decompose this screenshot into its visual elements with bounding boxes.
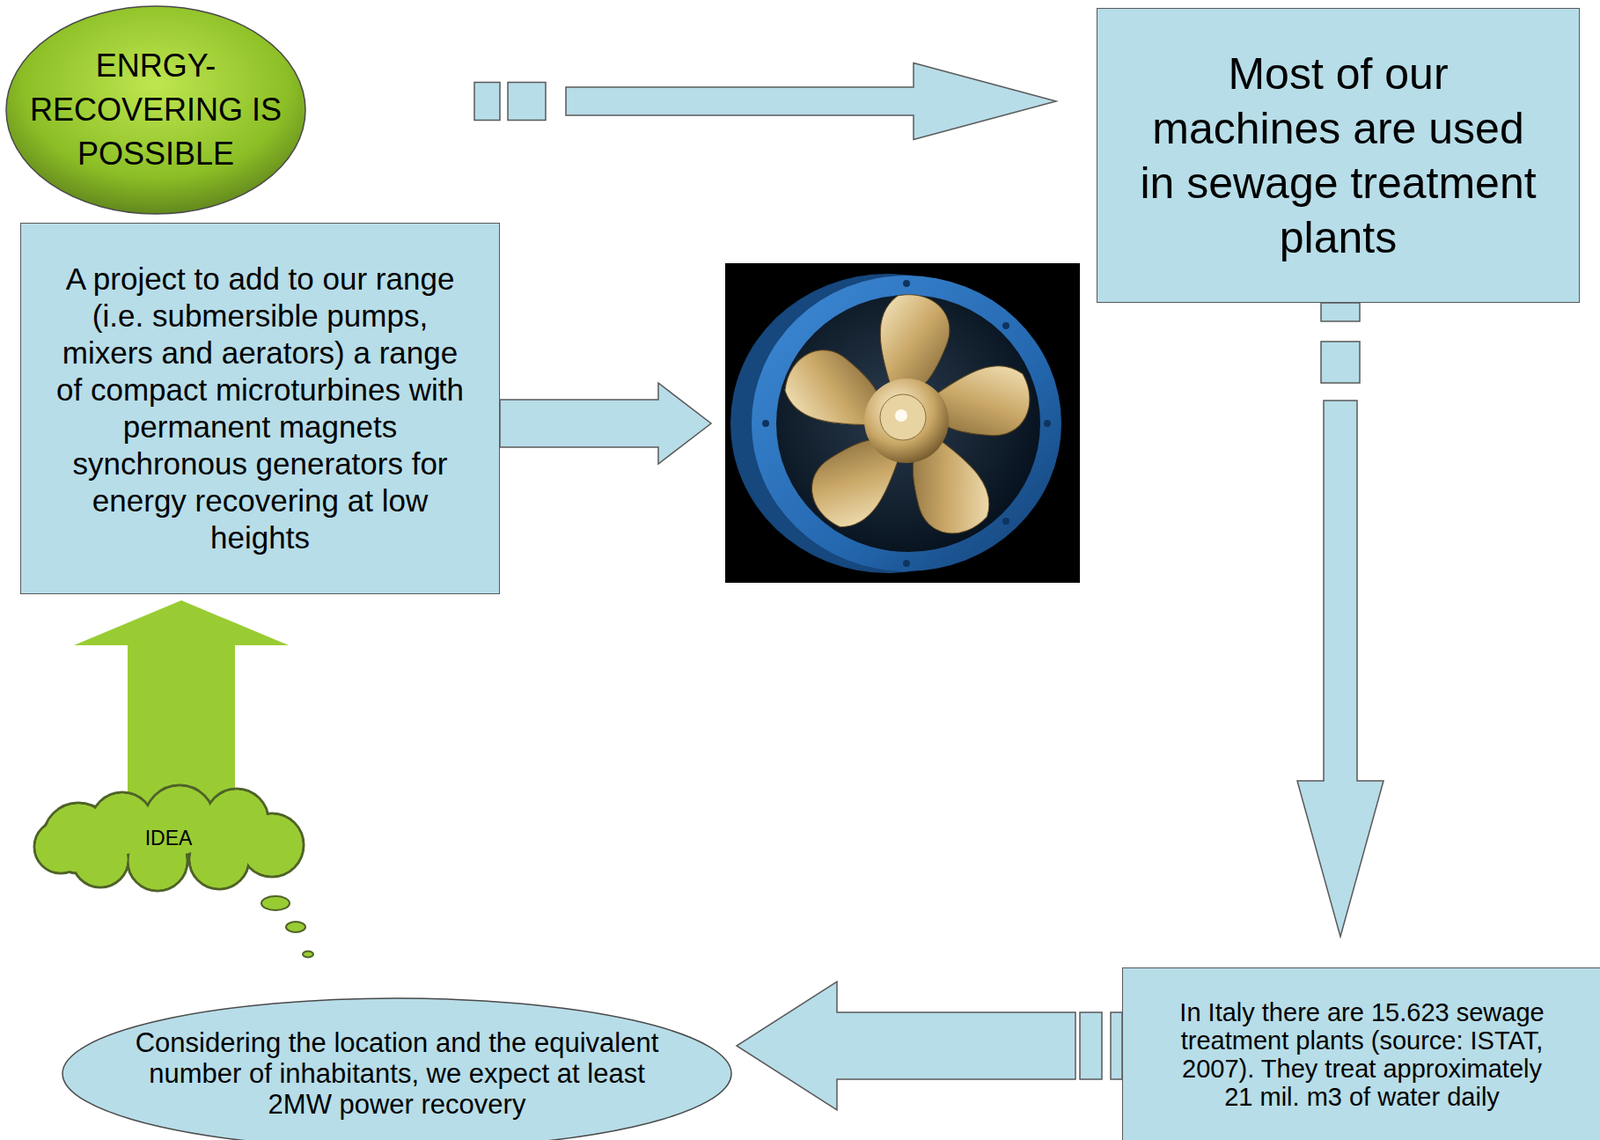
arrow-segment bbox=[507, 82, 546, 121]
turbine-propeller bbox=[778, 294, 1041, 549]
node-text: Considering the location and the equival… bbox=[124, 1027, 670, 1120]
arrow-segment bbox=[1321, 341, 1360, 383]
ring-bolt bbox=[1002, 322, 1010, 330]
arrow-segment bbox=[1321, 302, 1360, 322]
node-outline bbox=[62, 998, 732, 1140]
thought-bubble bbox=[286, 921, 306, 933]
info-box: In Italy there are 15.623 sewage treatme… bbox=[1122, 967, 1600, 1140]
turbine-ring bbox=[751, 275, 1062, 572]
arrow-body bbox=[1297, 400, 1384, 937]
ring-bolt bbox=[1043, 419, 1051, 427]
node-text: IDEA bbox=[80, 825, 257, 851]
node-text: ENRGY- RECOVERING IS POSSIBLE bbox=[19, 44, 293, 177]
block-arrow bbox=[736, 981, 1123, 1110]
cloud-lobe-fill bbox=[36, 822, 87, 873]
ring-bolt bbox=[762, 419, 770, 427]
hub-tip bbox=[895, 409, 908, 422]
ring-bolt bbox=[902, 279, 911, 287]
propeller-blade bbox=[880, 294, 950, 386]
process-box: Most of our machines are used in sewage … bbox=[1096, 7, 1580, 303]
block-arrow bbox=[474, 63, 1057, 140]
block-arrow bbox=[73, 600, 289, 810]
arrow-body bbox=[565, 63, 1057, 140]
thought-bubble bbox=[302, 951, 314, 958]
arrow-segment bbox=[474, 82, 500, 121]
cloud-fill bbox=[36, 786, 303, 890]
title-ellipse: ENRGY- RECOVERING IS POSSIBLE bbox=[5, 5, 307, 215]
cloud-lobe-fill bbox=[242, 814, 303, 876]
propeller-hub bbox=[864, 378, 949, 463]
propeller-blade bbox=[932, 356, 1041, 451]
arrow-body bbox=[736, 981, 1076, 1110]
arrow-segment bbox=[1079, 1012, 1102, 1079]
photo-background bbox=[725, 263, 1080, 583]
arrow-body bbox=[73, 600, 289, 810]
node-text: A project to add to our range (i.e. subm… bbox=[48, 260, 473, 557]
turbine-opening bbox=[776, 294, 1041, 552]
project-box: A project to add to our range (i.e. subm… bbox=[20, 222, 500, 595]
arrow-segment bbox=[1110, 1012, 1123, 1079]
node-outline bbox=[6, 6, 306, 214]
hub-cone bbox=[880, 394, 926, 441]
thought-bubble bbox=[261, 895, 290, 911]
block-arrow bbox=[1297, 302, 1384, 937]
pointer-arrow bbox=[499, 382, 712, 464]
cloud-lobe-fill bbox=[190, 830, 249, 889]
node-text: Most of our machines are used in sewage … bbox=[1133, 46, 1544, 265]
cloud-outline bbox=[34, 785, 304, 891]
node-text: In Italy there are 15.623 sewage treatme… bbox=[1168, 998, 1556, 1111]
idea-cloud: IDEA bbox=[25, 783, 312, 893]
result-ellipse: Considering the location and the equival… bbox=[61, 997, 733, 1140]
ring-bolt bbox=[902, 559, 911, 567]
ring-bolt bbox=[1002, 517, 1010, 525]
